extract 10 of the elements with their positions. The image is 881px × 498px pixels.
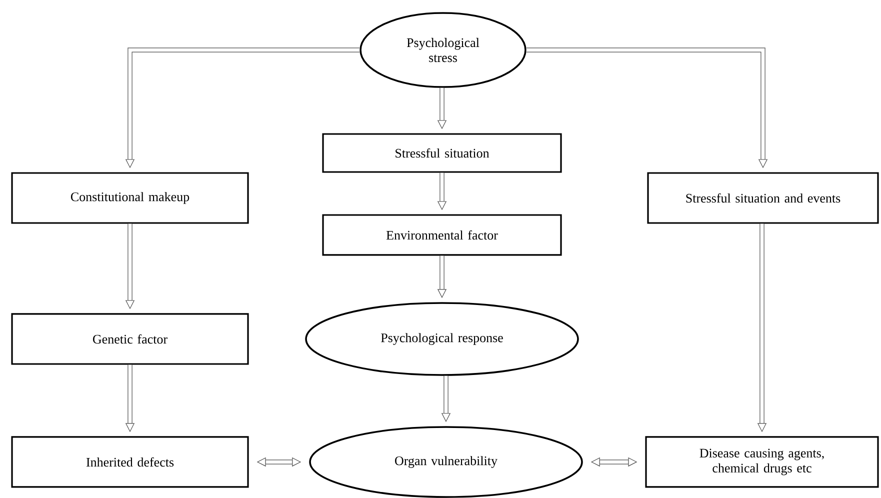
ellipse-node: Psychological response — [305, 302, 579, 376]
ellipse-node: Psychological stress — [360, 12, 526, 88]
ellipse-node: Organ vulnerability — [309, 426, 583, 498]
process-box: Genetic factor — [11, 313, 249, 365]
process-box: Constitutional makeup — [11, 172, 249, 224]
process-box: Environmental factor — [322, 214, 562, 256]
process-box: Disease causing agents, chemical drugs etc — [645, 436, 879, 488]
process-box: Stressful situation — [322, 133, 562, 173]
process-box: Stressful situation and events — [647, 172, 879, 224]
process-box: Inherited defects — [11, 436, 249, 488]
